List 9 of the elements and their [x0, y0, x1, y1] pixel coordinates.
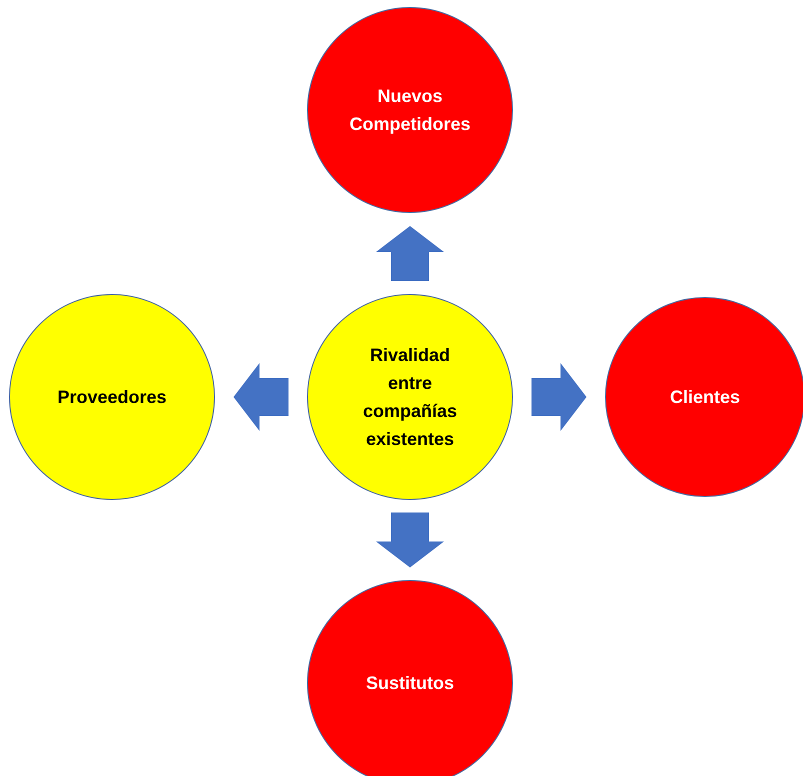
circle-label: Rivalidad entre compañías existentes — [362, 344, 458, 451]
block-arrow — [376, 512, 444, 568]
circle-label: Proveedores — [57, 386, 167, 409]
circle-label: Nuevos Competidores — [348, 85, 472, 136]
block-arrow — [376, 226, 444, 281]
circle-label: Sustitutos — [366, 672, 454, 695]
circle-label: Clientes — [670, 386, 740, 409]
block-arrow — [532, 363, 586, 431]
block-arrow — [234, 363, 288, 431]
